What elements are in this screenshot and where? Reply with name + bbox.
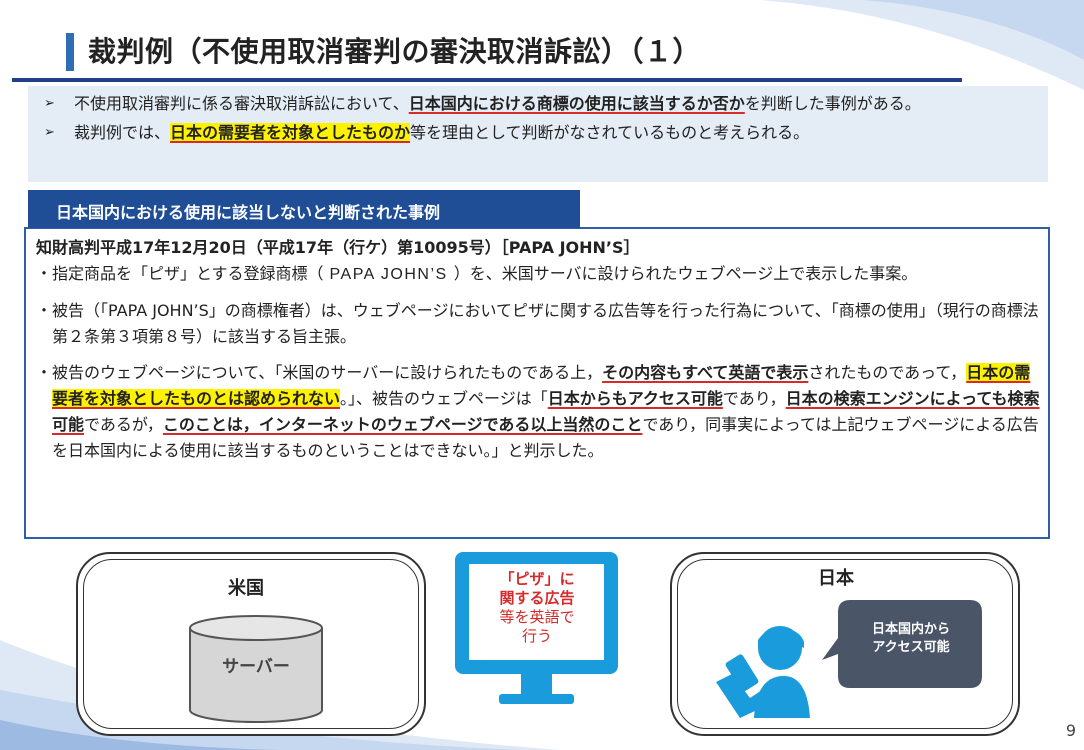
case-emphasis: このことは，インターネットのウェブページである以上当然のこと [162,415,643,434]
middle-dot-bullet: ・ [36,264,53,283]
case-text-plain: であるが， [84,415,163,434]
case-item-1: ・ 指定商品を「ピザ」とする登録商標（ PAPA JOHN’S ）を、米国サーバに設… [36,261,1040,288]
summary-bullet-1: ➢ 不使用取消審判に係る審決取消訴訟において、日本国内における商標の使用に該当す… [38,92,1038,115]
case-text-plain: 被告のウェブページについて、「米国のサーバーに設けられたものである上， [52,363,603,382]
us-label: 米国 [228,578,264,599]
case-text-plain: 。」、被告のウェブページは「 [340,389,548,408]
case-detail-box: 知財高判平成17年12月20日（平成17年（行ケ）第10095号）［PAPA J… [24,227,1050,539]
monitor-text-line: 関する広告 [499,589,575,607]
summary-bullet-text: 裁判例では、日本の需要者を対象としたものか等を理由として判断がなされているものと… [74,121,1038,144]
page-number: 9 [1065,721,1076,740]
bullet-text-plain: 裁判例では、 [74,123,171,142]
bubble-text-line: 日本国内から [871,622,950,637]
bubble-text-line: アクセス可能 [872,640,950,655]
case-text-plain: ）を、米国サーバに設けられたウェブページ上で表示した事案。 [453,264,918,283]
computer-monitor-icon [455,552,618,704]
server-database-icon [189,615,323,723]
bullet-text-plain: 等を理由として判断がなされているものと考えられる。 [410,123,810,142]
case-text-plain: であり， [722,389,786,408]
speech-bubble-shape [822,600,982,688]
case-item-text: 指定商品を「ピザ」とする登録商標（ PAPA JOHN’S ）を、米国サーバに設けら… [52,261,1040,288]
summary-bullet-2: ➢ 裁判例では、日本の需要者を対象としたものか等を理由として判断がなされているも… [38,121,1038,144]
case-text-plain: 指定商品を「ピザ」とする登録商標（ [52,264,324,283]
summary-bullet-text: 不使用取消審判に係る審決取消訴訟において、日本国内における商標の使用に該当するか… [74,92,1038,115]
case-emphasis: 日本からもアクセス可能 [547,389,723,408]
us-panel-inner-border [83,559,419,729]
page-title: 裁判例（不使用取消審判の審決取消訴訟）（１） [88,35,702,68]
japan-panel-inner-border [677,559,1013,729]
bullet-text-plain: を判断した事例がある。 [744,94,921,113]
case-text-plain: であり，同事実によっては上記ウェブページによる広告を日本国内による使用に該当する… [52,415,1039,460]
case-item-text: 被告のウェブページについて、「米国のサーバーに設けられたものである上，その内容も… [52,360,1040,464]
case-emphasis: その内容もすべて英語で表示 [602,363,809,382]
bullet-text-plain: 不使用取消審判に係る審決取消訴訟において、 [74,94,409,113]
middle-dot-bullet: ・ [36,301,53,320]
server-label: サーバー [222,657,290,677]
bullet-emphasis: 日本国内における商標の使用に該当するか否か [408,94,745,113]
case-heading: 知財高判平成17年12月20日（平成17年（行ケ）第10095号）［PAPA J… [36,238,640,257]
title-underline-rule [12,78,962,82]
bullet-emphasis-highlighted: 日本の需要者を対象としたものか [170,123,411,142]
arrow-bullet-icon: ➢ [44,96,55,111]
access-bubble-text: 日本国内から アクセス可能 [845,621,977,657]
case-text-plain: されたものであって， [808,363,967,382]
case-item-3: ・ 被告のウェブページについて、「米国のサーバーに設けられたものである上，その内… [36,360,1040,464]
monitor-text-line: 行う [521,627,552,645]
monitor-ad-text: 「ピザ」に 関する広告 等を英語で 行う [476,570,598,646]
trademark-papa-johns: PAPA JOHN’S [329,266,448,283]
summary-box: ➢ 不使用取消審判に係る審決取消訴訟において、日本国内における商標の使用に該当す… [28,86,1048,182]
monitor-text-line: 等を英語で [499,608,575,626]
case-emphasis: 日本の検索エンジンによっても検索可能 [52,389,1040,434]
us-panel: 米国 サーバー [76,552,426,736]
case-item-text: 被告（「PAPA JOHN’S」の商標権者）は、ウェブページにおいてピザに関する… [52,301,1039,346]
japan-label: 日本 [818,568,854,589]
case-section-tab: 日本国内における使用に該当しないと判断された事例 [28,190,580,228]
person-with-smartphone-icon [716,626,810,718]
case-item-2: ・ 被告（「PAPA JOHN’S」の商標権者）は、ウェブページにおいてピザに関… [36,298,1040,350]
middle-dot-bullet: ・ [36,363,53,382]
title-accent-bar [66,33,74,71]
monitor-text-line: 「ピザ」に [499,570,575,588]
arrow-bullet-icon: ➢ [44,125,55,140]
